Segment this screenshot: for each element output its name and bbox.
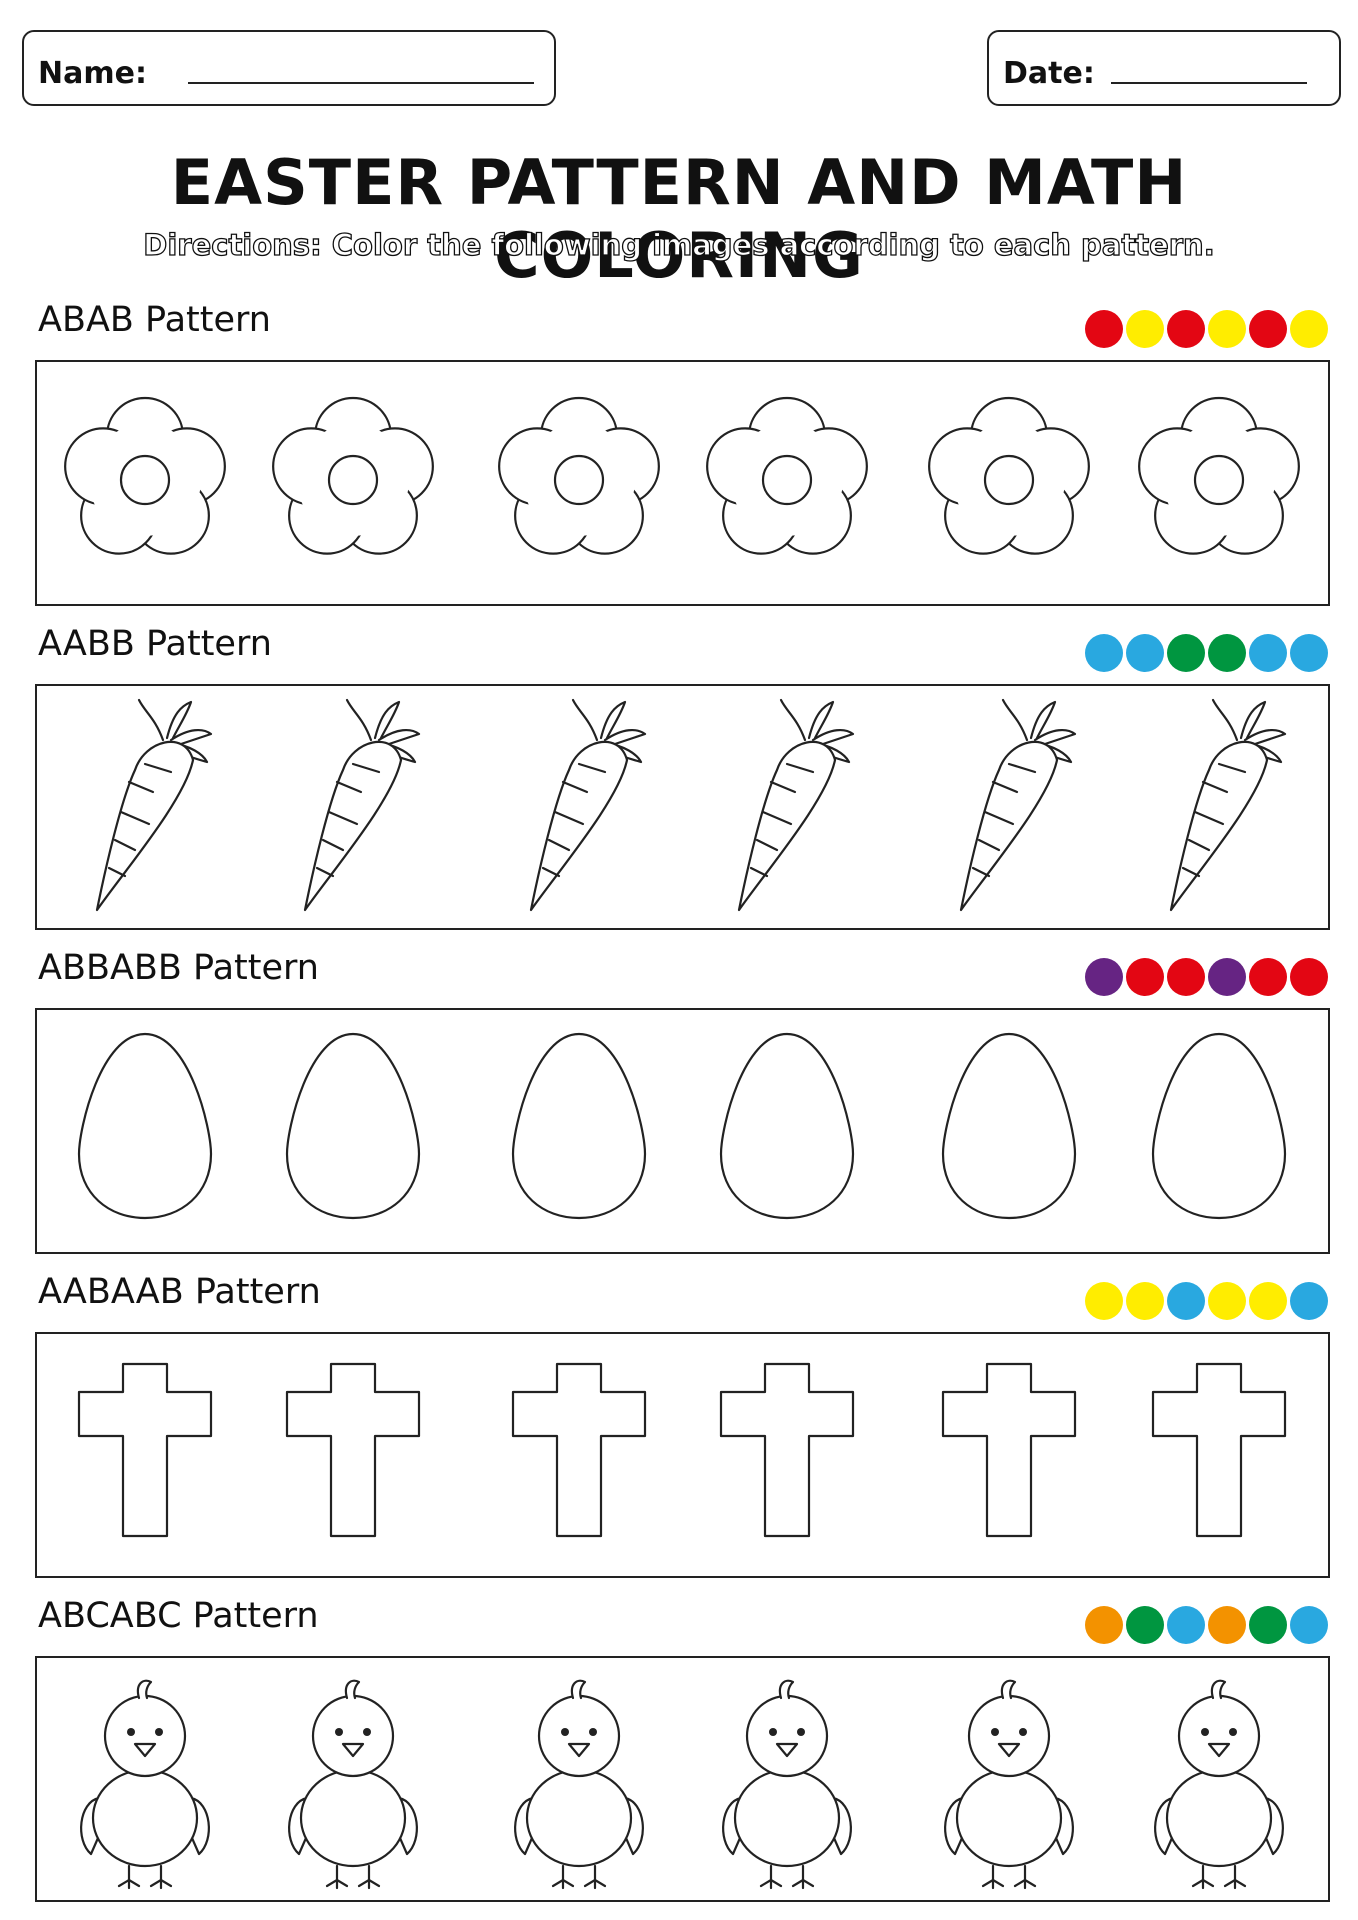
egg-icon[interactable] — [511, 1032, 647, 1220]
carrot-icon[interactable] — [529, 698, 647, 912]
chick-icon[interactable] — [514, 1679, 644, 1890]
color-swatch — [1249, 310, 1287, 348]
egg-icon[interactable] — [1151, 1032, 1287, 1220]
chick-icon[interactable] — [722, 1679, 852, 1890]
cross-icon[interactable] — [285, 1362, 421, 1538]
color-swatch — [1290, 310, 1328, 348]
color-swatch — [1208, 1606, 1246, 1644]
pattern-row-abcabc — [35, 1656, 1330, 1902]
cross-icon[interactable] — [719, 1362, 855, 1538]
pattern-shapes — [80, 1679, 1284, 1890]
carrot-icon[interactable] — [959, 698, 1077, 912]
pattern-shapes — [77, 1032, 1287, 1220]
date-write-line[interactable] — [1111, 82, 1307, 84]
color-swatch — [1249, 1282, 1287, 1320]
carrot-icon[interactable] — [95, 698, 213, 912]
cross-icon[interactable] — [1151, 1362, 1287, 1538]
color-swatch — [1167, 958, 1205, 996]
pattern-shapes — [77, 1362, 1287, 1538]
cross-icon[interactable] — [511, 1362, 647, 1538]
color-swatch — [1085, 634, 1123, 672]
pattern-label-abab: ABAB Pattern — [38, 300, 271, 340]
color-swatch — [1290, 1606, 1328, 1644]
color-swatch — [1126, 310, 1164, 348]
pattern-row-abbabb — [35, 1008, 1330, 1254]
cross-icon[interactable] — [77, 1362, 213, 1538]
color-swatch — [1126, 958, 1164, 996]
page-title: EASTER PATTERN AND MATH COLORING — [170, 146, 1188, 292]
chick-icon[interactable] — [80, 1679, 210, 1890]
pattern-row-abab — [35, 360, 1330, 606]
color-key-abcabc — [1082, 1606, 1328, 1646]
name-write-line[interactable] — [188, 82, 534, 84]
color-swatch — [1167, 634, 1205, 672]
pattern-row-aabb — [35, 684, 1330, 930]
color-swatch — [1126, 634, 1164, 672]
color-swatch — [1249, 1606, 1287, 1644]
flower-icon[interactable] — [498, 396, 660, 555]
color-swatch — [1085, 958, 1123, 996]
egg-icon[interactable] — [941, 1032, 1077, 1220]
pattern-label-abbabb: ABBABB Pattern — [38, 948, 319, 988]
color-swatch — [1167, 310, 1205, 348]
flower-icon[interactable] — [706, 396, 868, 555]
color-swatch — [1208, 958, 1246, 996]
pattern-shapes — [95, 698, 1287, 912]
flower-icon[interactable] — [1138, 396, 1300, 555]
color-key-abab — [1082, 310, 1328, 350]
name-field[interactable]: Name: — [22, 30, 556, 106]
egg-icon[interactable] — [719, 1032, 855, 1220]
color-key-aabaab — [1082, 1282, 1328, 1322]
color-swatch — [1126, 1282, 1164, 1320]
pattern-label-abcabc: ABCABC Pattern — [38, 1596, 319, 1636]
chick-icon[interactable] — [1154, 1679, 1284, 1890]
flower-icon[interactable] — [928, 396, 1090, 555]
pattern-label-aabb: AABB Pattern — [38, 624, 272, 664]
chick-icon[interactable] — [288, 1679, 418, 1890]
cross-icon[interactable] — [941, 1362, 1077, 1538]
color-swatch — [1249, 958, 1287, 996]
color-swatch — [1085, 310, 1123, 348]
color-swatch — [1167, 1282, 1205, 1320]
color-swatch — [1290, 958, 1328, 996]
name-label: Name: — [38, 56, 147, 91]
color-swatch — [1208, 1282, 1246, 1320]
flower-icon[interactable] — [64, 396, 226, 555]
color-key-aabb — [1082, 634, 1328, 674]
carrot-icon[interactable] — [1169, 698, 1287, 912]
color-key-abbabb — [1082, 958, 1328, 998]
flower-icon[interactable] — [272, 396, 434, 555]
carrot-icon[interactable] — [303, 698, 421, 912]
egg-icon[interactable] — [285, 1032, 421, 1220]
egg-icon[interactable] — [77, 1032, 213, 1220]
carrot-icon[interactable] — [737, 698, 855, 912]
date-field[interactable]: Date: — [987, 30, 1341, 106]
color-swatch — [1208, 310, 1246, 348]
color-swatch — [1085, 1606, 1123, 1644]
chick-icon[interactable] — [944, 1679, 1074, 1890]
pattern-label-aabaab: AABAAB Pattern — [38, 1272, 321, 1312]
color-swatch — [1126, 1606, 1164, 1644]
color-swatch — [1085, 1282, 1123, 1320]
color-swatch — [1290, 1282, 1328, 1320]
pattern-shapes — [64, 396, 1300, 555]
color-swatch — [1249, 634, 1287, 672]
color-swatch — [1208, 634, 1246, 672]
pattern-row-aabaab — [35, 1332, 1330, 1578]
date-label: Date: — [1003, 56, 1095, 91]
color-swatch — [1167, 1606, 1205, 1644]
directions-text: Directions: Color the following images a… — [143, 227, 1216, 262]
color-swatch — [1290, 634, 1328, 672]
